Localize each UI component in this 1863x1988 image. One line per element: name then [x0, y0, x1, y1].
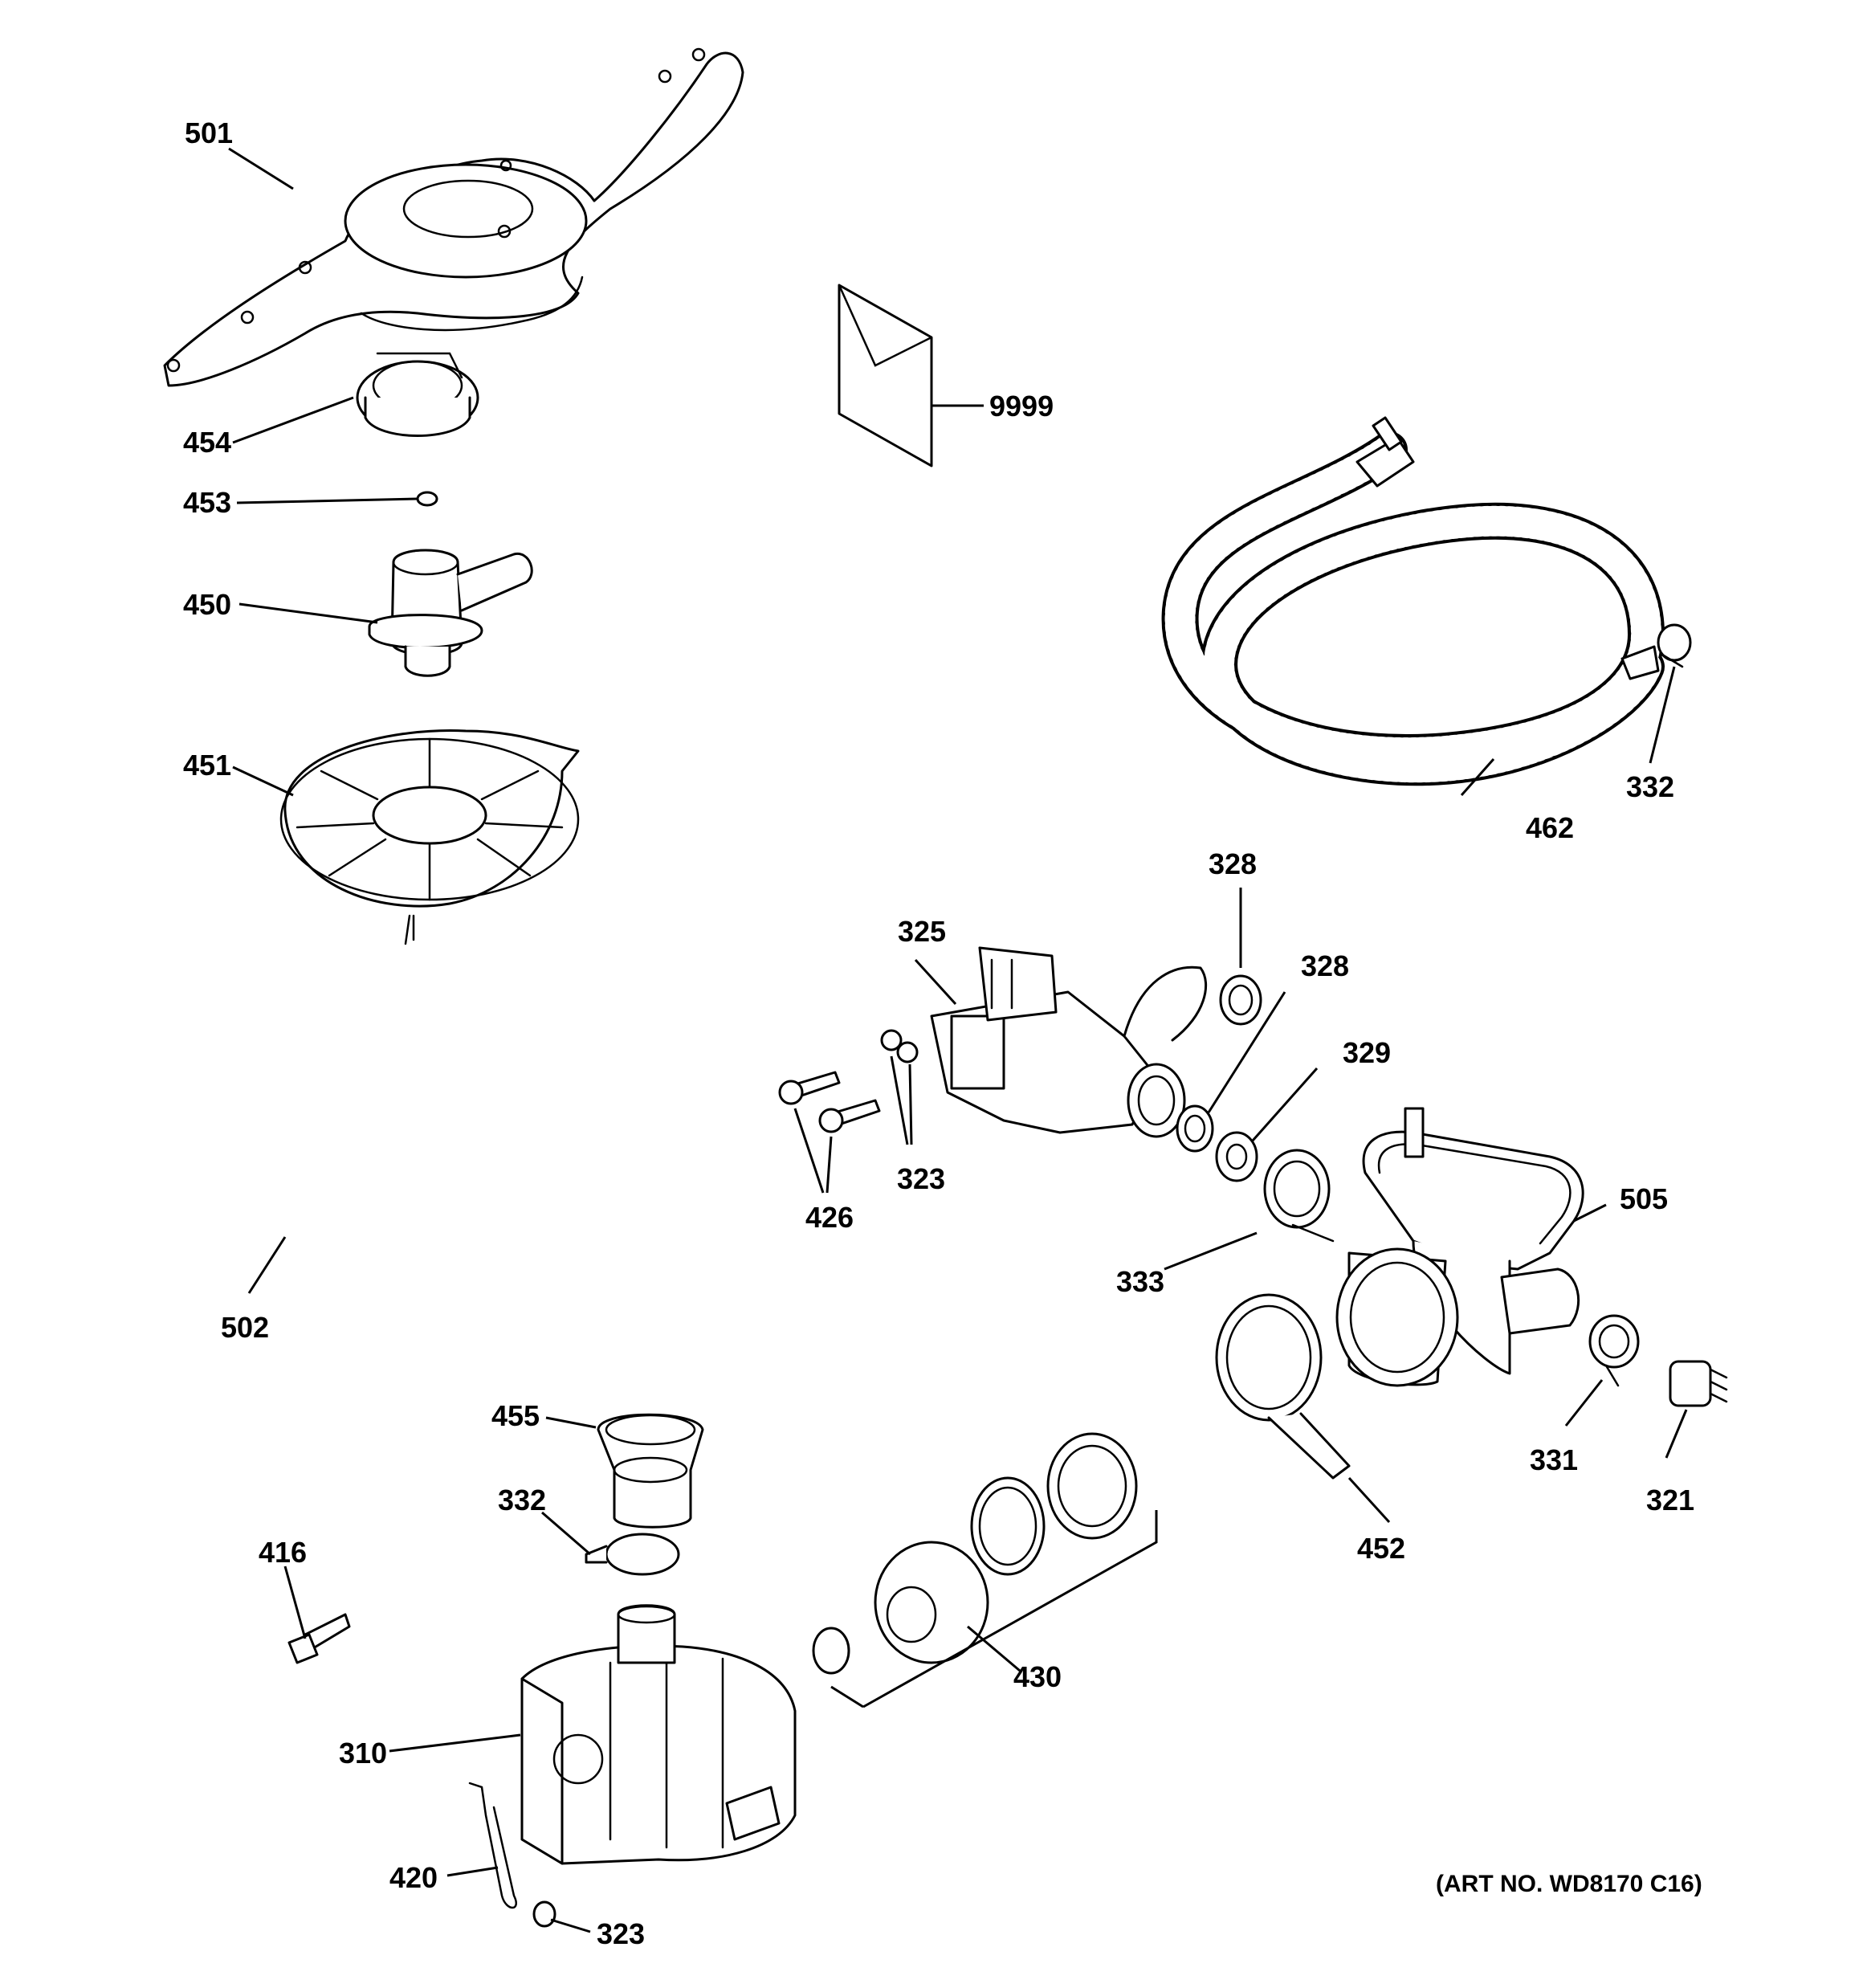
label-332-upper: 332	[1626, 770, 1674, 803]
label-462: 462	[1526, 811, 1574, 844]
label-332-lower: 332	[498, 1484, 546, 1517]
label-455: 455	[491, 1399, 540, 1432]
label-331: 331	[1530, 1443, 1578, 1476]
label-328-upper: 328	[1209, 847, 1257, 880]
part-321-sensor	[1669, 1360, 1728, 1407]
part-333-clamp	[1263, 1149, 1335, 1243]
part-501-spray-arm	[163, 47, 744, 387]
label-450: 450	[183, 588, 231, 621]
part-328-gasket-lower	[1176, 1104, 1214, 1153]
part-453-o-ring	[416, 491, 438, 507]
part-9999-literature	[838, 284, 933, 467]
part-430-impeller-kit	[812, 1432, 1138, 1675]
part-310-pump-motor	[520, 1604, 797, 1865]
part-323-grommets-upper	[880, 1029, 919, 1063]
part-505-sump	[1335, 1107, 1584, 1387]
part-450-manifold	[368, 549, 533, 677]
part-332-clamp-upper	[1657, 623, 1692, 668]
label-452: 452	[1357, 1532, 1405, 1565]
label-323-upper: 323	[897, 1162, 945, 1195]
part-420-spring	[468, 1782, 517, 1909]
label-328-lower: 328	[1301, 949, 1349, 982]
part-426-screws	[778, 1071, 881, 1133]
label-329: 329	[1343, 1036, 1391, 1069]
label-426: 426	[805, 1201, 854, 1234]
part-462-drain-hose	[1161, 416, 1665, 786]
part-328-gasket-upper	[1219, 974, 1262, 1026]
label-451: 451	[183, 749, 231, 782]
part-329-check-valve	[1215, 1131, 1258, 1182]
label-321: 321	[1646, 1484, 1694, 1517]
label-505: 505	[1620, 1182, 1668, 1215]
part-325-valve	[930, 946, 1208, 1138]
part-331-clamp	[1588, 1314, 1640, 1387]
label-9999: 9999	[989, 390, 1054, 423]
label-333: 333	[1116, 1265, 1164, 1298]
label-430: 430	[1013, 1660, 1062, 1693]
label-325: 325	[898, 915, 946, 948]
art-number-caption: (ART NO. WD8170 C16)	[1436, 1871, 1702, 1897]
label-502: 502	[221, 1311, 269, 1344]
part-452-large-clamp	[1215, 1293, 1351, 1480]
part-332-clamp-lower	[585, 1533, 680, 1576]
label-453: 453	[183, 486, 231, 519]
part-455-seal	[597, 1413, 704, 1529]
label-323-lower: 323	[597, 1917, 645, 1950]
label-416: 416	[259, 1536, 307, 1569]
label-420: 420	[389, 1861, 438, 1894]
part-416-bolt	[287, 1613, 351, 1664]
part-454-hub	[356, 352, 479, 437]
leader-lines	[228, 147, 1688, 1933]
part-323-grommet-lower	[532, 1900, 556, 1928]
part-451-filter	[279, 729, 580, 945]
label-310: 310	[339, 1737, 387, 1770]
label-501: 501	[185, 116, 233, 149]
label-454: 454	[183, 426, 231, 459]
